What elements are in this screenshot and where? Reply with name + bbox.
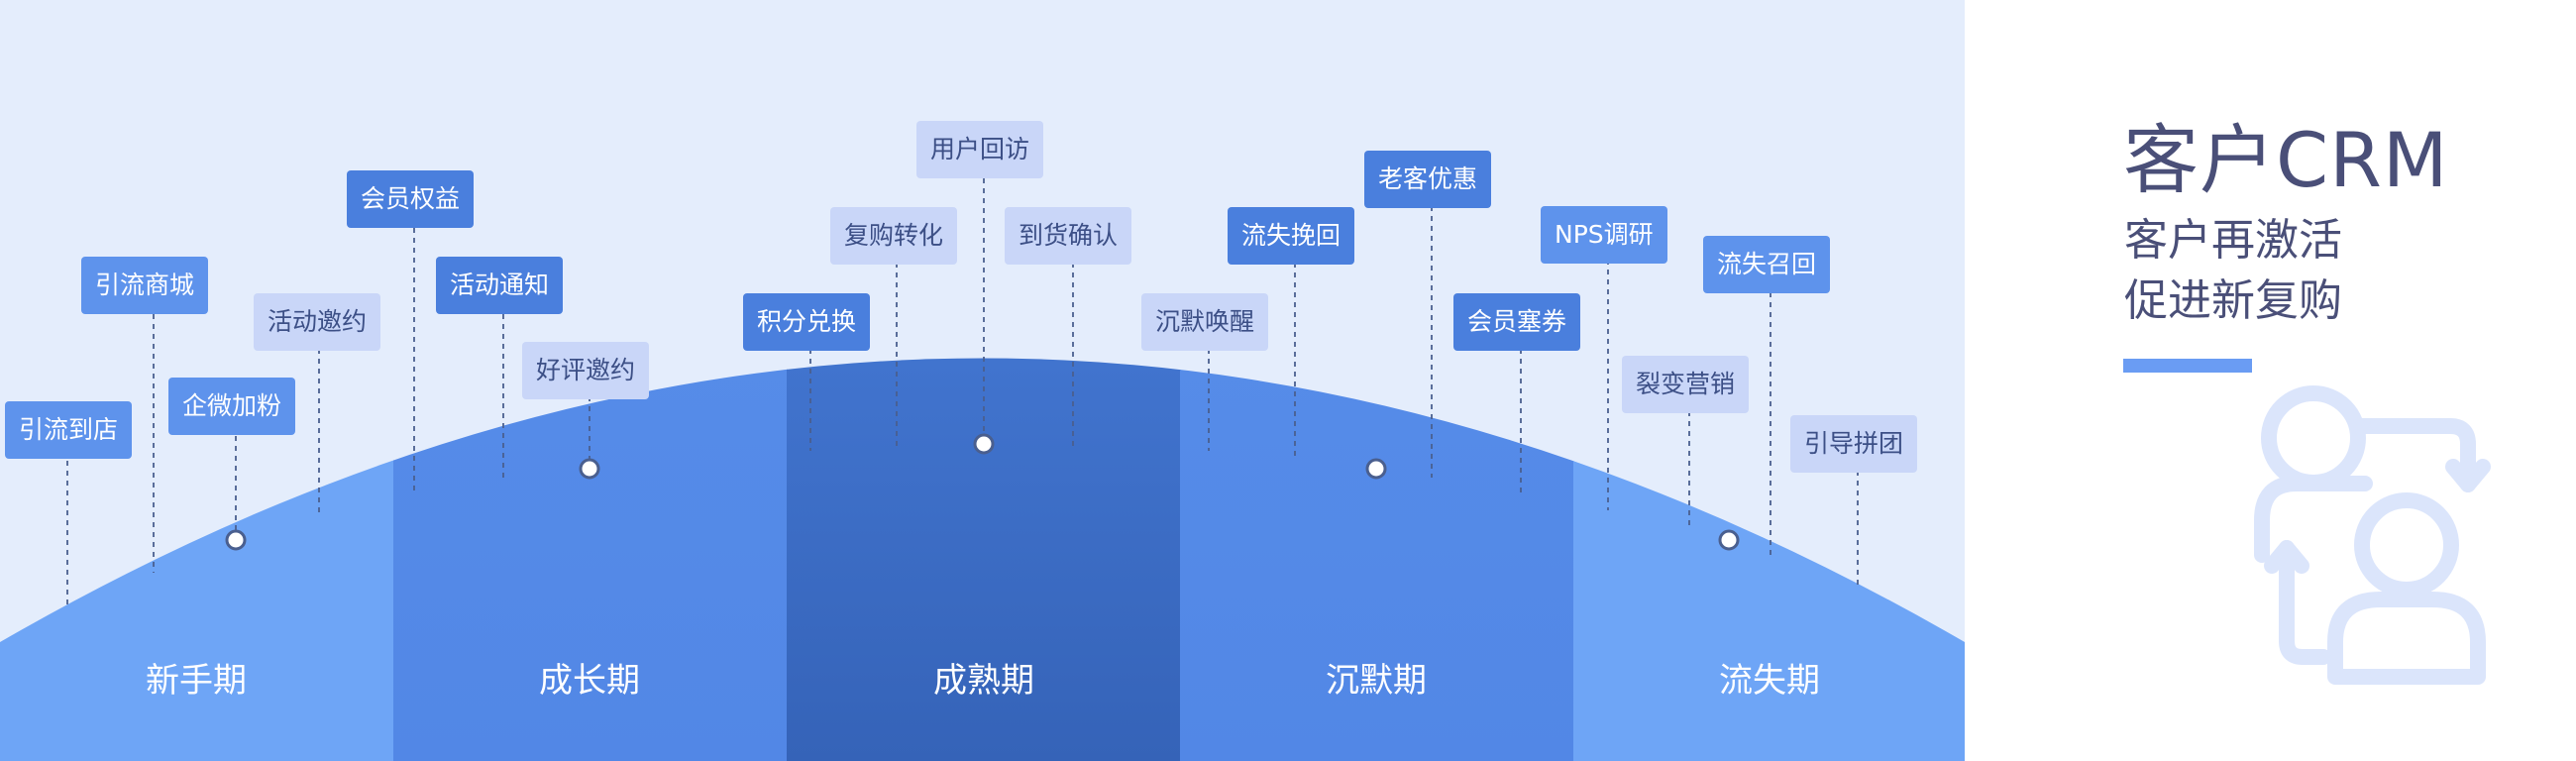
tag-jifen-duihuan: 积分兑换 — [743, 293, 871, 351]
stage-band-4 — [1180, 358, 1574, 761]
tag-huodong-tongzhi: 活动通知 — [436, 257, 564, 314]
subtitle-line-1: 客户再激活 — [2124, 215, 2342, 266]
lifecycle-diagram: 新手期 成长期 成熟期 沉默期 流失期 引流到店 引流商城 企微加粉 活动邀约 … — [0, 0, 1965, 761]
stage-label-churn: 流失期 — [1719, 661, 1820, 701]
tag-liushi-wanhui: 流失挽回 — [1228, 207, 1355, 265]
stage-label-newbie: 新手期 — [146, 661, 247, 701]
tag-daohuo-queren: 到货确认 — [1005, 207, 1132, 265]
stage-labels: 新手期 成长期 成熟期 沉默期 流失期 — [146, 661, 1820, 701]
users-refresh-icon — [2254, 385, 2491, 685]
tag-nps-diaoyan: NPS调研 — [1541, 206, 1667, 264]
tag-huodong-yaoyue: 活动邀约 — [254, 293, 381, 351]
tag-qiwei-jiafen: 企微加粉 — [168, 378, 296, 435]
tag-liushi-zhaohui: 流失召回 — [1703, 236, 1831, 293]
tag-yonghu-huifang: 用户回访 — [916, 121, 1044, 178]
page-title: 客户CRM — [2123, 116, 2449, 204]
milestone-dots — [225, 433, 1740, 551]
stage-label-silent: 沉默期 — [1326, 661, 1427, 701]
lifecycle-dome: 新手期 成长期 成熟期 沉默期 流失期 — [0, 178, 1965, 761]
milestone-dot — [973, 433, 995, 455]
title-panel: 客户CRM 客户再激活 促进新复购 — [1965, 0, 2576, 761]
milestone-dot — [1365, 458, 1387, 480]
milestone-dot — [1718, 529, 1740, 551]
milestone-dot — [225, 529, 247, 551]
tag-yinliu-shangcheng: 引流商城 — [81, 257, 209, 314]
accent-bar — [2123, 359, 2252, 373]
tag-haoping-yaoyue: 好评邀约 — [522, 342, 650, 399]
milestone-dot — [579, 458, 600, 480]
subtitle-line-2: 促进新复购 — [2124, 275, 2342, 326]
tag-liebian-yingxiao: 裂变营销 — [1622, 356, 1750, 413]
tag-huiyuan-quanyi: 会员权益 — [347, 170, 475, 228]
tag-huiyuan-saiquan: 会员塞券 — [1453, 293, 1581, 351]
connector-lines — [66, 178, 1859, 609]
tag-chenmo-huanxing: 沉默唤醒 — [1141, 293, 1269, 351]
tag-yinliu-daodian: 引流到店 — [5, 401, 133, 459]
tag-laoke-youhui: 老客优惠 — [1364, 151, 1492, 208]
stage-label-mature: 成熟期 — [933, 661, 1034, 701]
stage-band-3 — [787, 358, 1181, 761]
tag-fugou-zhuanhua: 复购转化 — [830, 207, 958, 265]
stage-label-growth: 成长期 — [539, 661, 640, 701]
tag-yindao-pintuan: 引导拼团 — [1790, 415, 1918, 473]
